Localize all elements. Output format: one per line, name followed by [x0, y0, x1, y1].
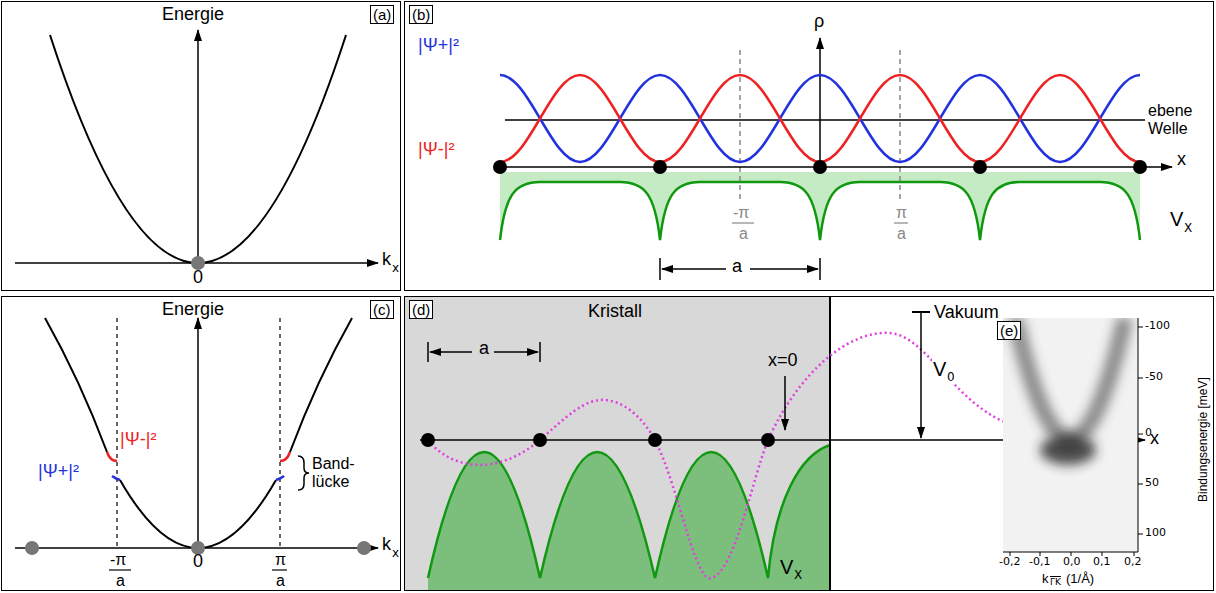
- free-electron-parabola: [15, 30, 378, 270]
- axis-subscript: ΓK: [1050, 578, 1061, 588]
- fraction-denominator: a: [897, 225, 906, 243]
- figure-panel: (d) (e): [404, 296, 1214, 591]
- gap-label: Band- lücke: [312, 455, 364, 490]
- potential-subscript: 0: [946, 371, 956, 384]
- axis-subscript: x: [392, 262, 399, 275]
- axis-symbol: ρ: [814, 12, 824, 32]
- origin-label: 0: [193, 552, 203, 572]
- fraction-denominator: a: [116, 572, 125, 590]
- fraction-numerator: -π: [733, 204, 749, 222]
- fraction-numerator: π: [896, 204, 907, 222]
- panel-tag: (a): [370, 5, 394, 24]
- tick-label: 0: [1145, 427, 1152, 439]
- panel-tag: (c): [370, 300, 394, 319]
- potential-subscript: X: [794, 569, 802, 582]
- position-label: x=0: [768, 351, 798, 371]
- tick-label: 0,2: [1124, 556, 1142, 568]
- band-structure: [15, 318, 378, 570]
- figure-panel: (c): [1, 296, 401, 591]
- axis-title: Energie: [162, 5, 224, 25]
- region-label: Kristall: [588, 302, 642, 322]
- tick-label: 50: [1145, 477, 1159, 489]
- figure-panel: (a): [1, 1, 401, 291]
- panel-tag: (d): [409, 300, 433, 319]
- axis-symbol: k: [382, 250, 391, 270]
- figure-panel: (e): [991, 317, 1213, 589]
- curve-label: |Ψ+|²: [418, 36, 459, 56]
- tick-label: 100: [1145, 527, 1166, 539]
- region-label: Vakuum: [934, 303, 999, 323]
- tick-label: -0,2: [999, 556, 1020, 568]
- axis-symbol: k: [382, 535, 391, 555]
- figure-panel: (b): [404, 1, 1214, 291]
- potential-symbol: V: [780, 556, 793, 578]
- dimension-label: a: [732, 257, 742, 277]
- axis-symbol: k: [1042, 572, 1049, 586]
- surface-potential: [405, 297, 1145, 590]
- arpes-image: [1003, 318, 1143, 556]
- tick-label: -0,1: [1029, 556, 1050, 568]
- axis-symbol: x: [1177, 150, 1186, 170]
- tick-label: -100: [1145, 320, 1170, 332]
- axis-title: Energie: [162, 300, 224, 320]
- axis-unit: (1/Å): [1066, 572, 1094, 586]
- tick-label: -50: [1145, 371, 1163, 383]
- axis-title: Bindungsenergie [meV]: [1197, 377, 1210, 502]
- potential-symbol: V: [1170, 208, 1183, 230]
- density-plot: [493, 38, 1172, 280]
- curve-label: |Ψ+|²: [38, 462, 79, 482]
- fraction-denominator: a: [276, 572, 285, 590]
- panel-tag: (e): [997, 321, 1021, 340]
- potential-subscript: X: [1184, 222, 1192, 235]
- axis-subscript: x: [392, 547, 399, 560]
- dimension-label: a: [479, 339, 489, 359]
- origin-label: 0: [193, 268, 203, 288]
- fraction-denominator: a: [739, 225, 748, 243]
- curve-label: |Ψ-|²: [418, 140, 454, 160]
- curve-label: |Ψ-|²: [120, 430, 156, 450]
- fraction-numerator: -π: [110, 551, 126, 569]
- tick-label: 0,1: [1093, 556, 1111, 568]
- panel-tag: (b): [409, 5, 433, 24]
- curve-label: ebene Welle: [1148, 102, 1210, 137]
- tick-label: 0,0: [1063, 556, 1081, 568]
- fraction-numerator: π: [275, 551, 286, 569]
